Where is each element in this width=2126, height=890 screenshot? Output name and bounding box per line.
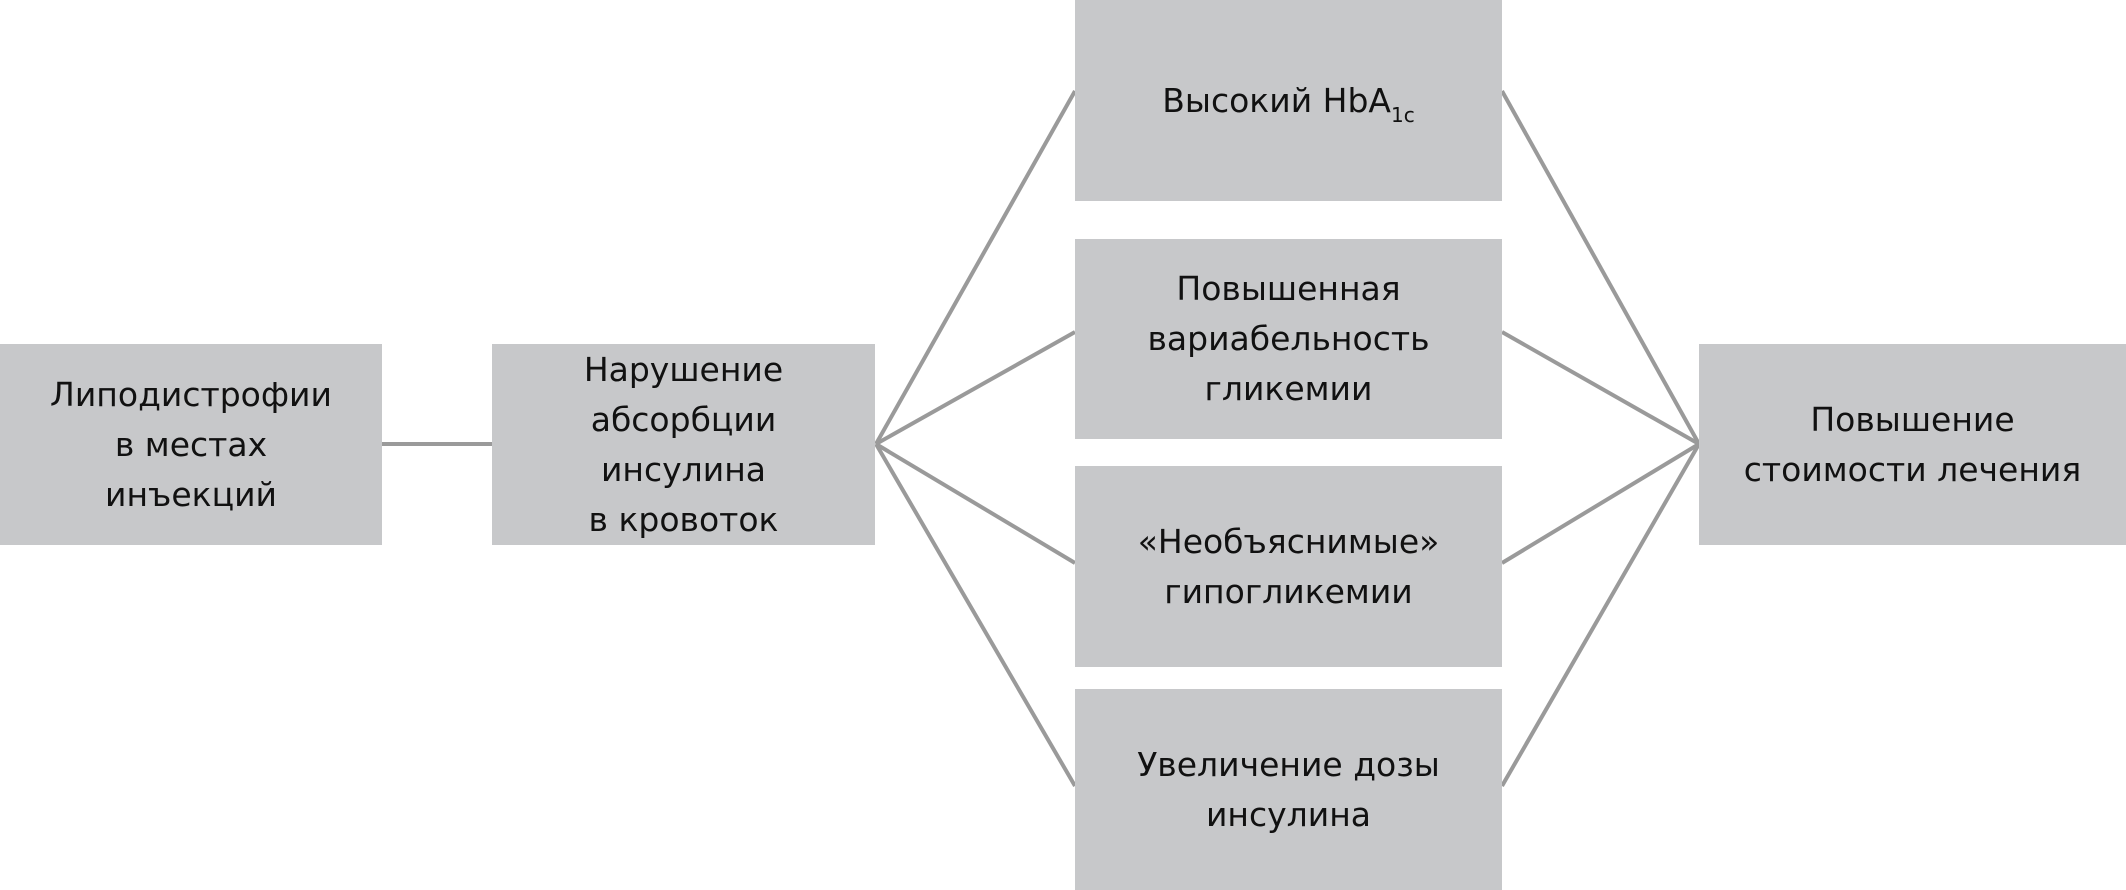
node-text: инъекций	[105, 474, 277, 514]
node-text: Липодистрофии	[50, 374, 332, 414]
node-variability: Повышенная вариабельность гликемии	[1075, 239, 1502, 439]
hba1c-subscript: 1c	[1390, 102, 1415, 127]
node-text: в кровоток	[588, 499, 779, 539]
node-text: в местах	[114, 424, 268, 464]
node-absorption: Нарушение абсорбции инсулина в кровоток	[492, 344, 875, 545]
node-text: стоимости лечения	[1743, 449, 2082, 489]
node-text: Нарушение	[583, 349, 784, 389]
node-text: гипогликемии	[1164, 571, 1413, 611]
edge-hypoglycemia-cost	[1500, 442, 1701, 565]
hba1c-label: Высокий HbA	[1162, 80, 1391, 120]
edge-absorption-hypoglycemia	[874, 442, 1077, 565]
node-hypoglycemia: «Необъяснимые» гипогликемии	[1075, 466, 1502, 667]
edge-variability-cost	[1501, 330, 1700, 446]
node-text: Повышенная	[1176, 269, 1401, 308]
node-text: инсулина	[1205, 794, 1372, 834]
node-text: Повышение	[1810, 399, 2015, 439]
edge-absorption-hba1c	[874, 90, 1077, 445]
edge-hba1c-cost	[1500, 90, 1701, 445]
node-text: абсорбции	[590, 399, 777, 439]
node-lipodystrophy: Липодистрофии в местах инъекций	[0, 344, 382, 545]
node-dose: Увеличение дозы инсулина	[1075, 689, 1502, 890]
edge-absorption-variability	[875, 330, 1076, 446]
node-text: инсулина	[600, 449, 767, 489]
edge-dose-cost	[1500, 443, 1701, 787]
node-text: Высокий HbA1c	[1162, 80, 1414, 125]
node-text: Увеличение дозы	[1137, 744, 1440, 784]
node-hba1c: Высокий HbA1c	[1075, 0, 1502, 201]
edge-absorption-dose	[874, 442, 1077, 788]
node-cost: Повышение стоимости лечения	[1699, 344, 2126, 545]
node-text: вариабельность	[1147, 319, 1430, 358]
node-text: «Необъяснимые»	[1137, 521, 1440, 561]
node-text: гликемии	[1204, 369, 1373, 408]
